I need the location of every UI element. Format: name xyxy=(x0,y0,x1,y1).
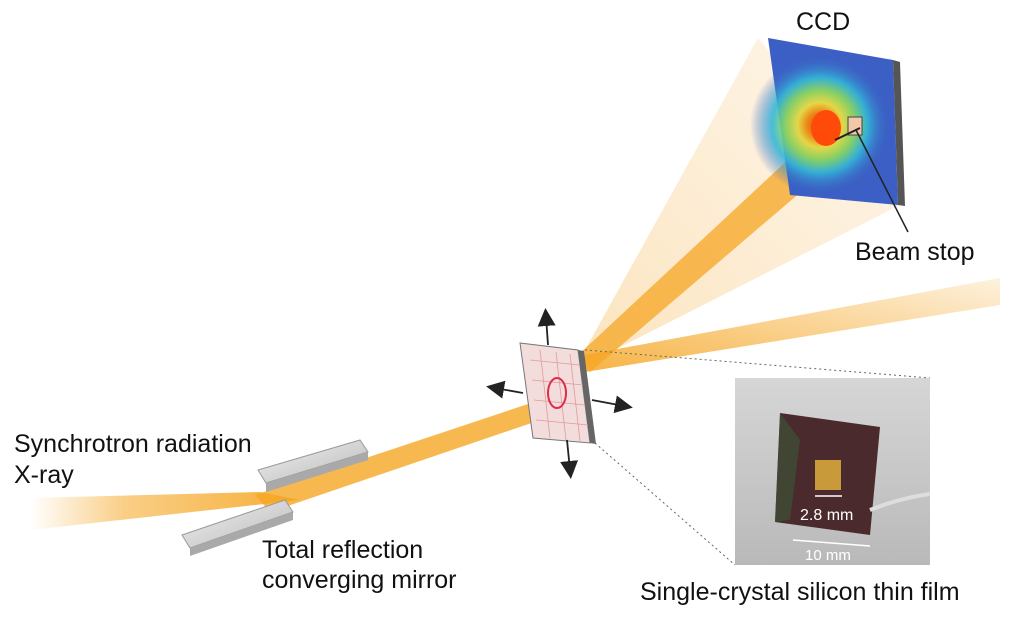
outer-scale-label: 10 mm xyxy=(805,547,851,564)
incoming-beam xyxy=(30,492,300,530)
beam-stop xyxy=(847,116,863,136)
film-label: Single-crystal silicon thin film xyxy=(640,578,960,606)
inner-scale-label: 2.8 mm xyxy=(800,507,853,524)
source-label-line2: X-ray xyxy=(14,461,74,489)
source-label-line1: Synchrotron radiation xyxy=(14,430,252,458)
ccd-detector xyxy=(750,38,909,233)
beam-stop-pointer xyxy=(855,129,909,233)
arrow-left xyxy=(486,380,524,399)
arrow-up xyxy=(537,308,556,346)
arrow-right xyxy=(591,395,633,414)
converging-mirror xyxy=(181,439,369,556)
transmitted-beam xyxy=(585,278,1000,372)
beam-stop-label: Beam stop xyxy=(855,238,975,266)
focused-beam xyxy=(255,400,555,512)
arrow-down xyxy=(560,439,579,479)
diffracted-beam xyxy=(578,130,850,372)
mirror-label-line2: converging mirror xyxy=(262,566,457,594)
mirror-label-line1: Total reflection xyxy=(262,536,424,564)
film-photo-inset: 2.8 mm 10 mm xyxy=(735,378,931,565)
sample-chip xyxy=(486,308,633,479)
ccd-label: CCD xyxy=(796,8,851,36)
